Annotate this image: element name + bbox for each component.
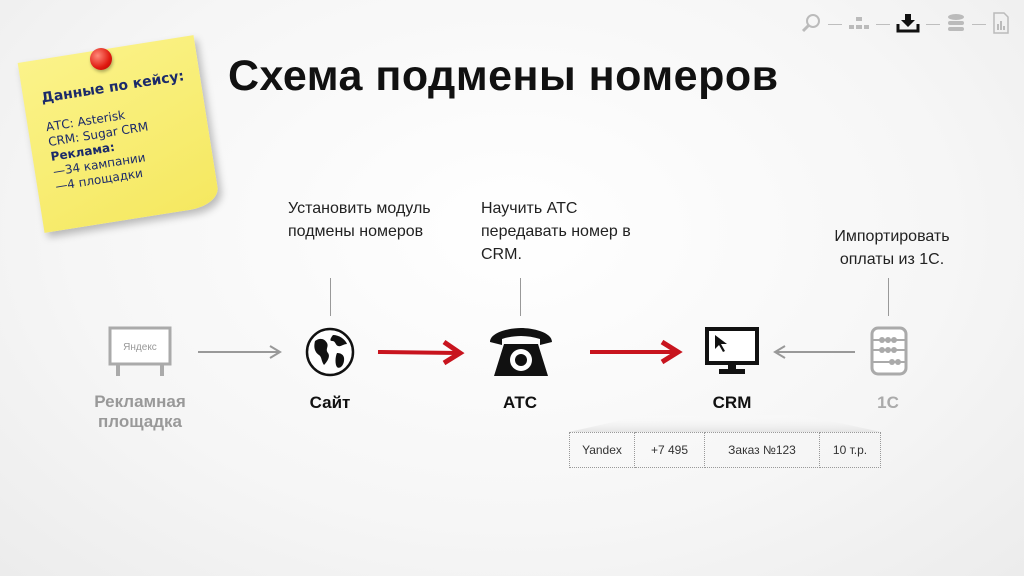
arrow-red xyxy=(590,339,683,365)
arrow-red xyxy=(377,339,465,366)
nav-separator: — xyxy=(876,15,890,31)
monitor-icon xyxy=(705,327,759,374)
node-label-crm: CRM xyxy=(712,393,752,412)
connector-line xyxy=(330,278,331,316)
connector-line xyxy=(520,278,521,316)
billboard-sign: Яндекс xyxy=(123,342,157,353)
nav-separator: — xyxy=(828,15,842,31)
nav-separator: — xyxy=(972,15,986,31)
site-description: Установить модуль подмены номеров xyxy=(288,200,431,240)
report-icon[interactable] xyxy=(992,12,1010,34)
flow-arrows xyxy=(198,339,855,366)
crm-zoom-callout xyxy=(569,414,881,432)
billboard-icon: Яндекс xyxy=(108,326,172,376)
arrow-gray xyxy=(198,345,282,359)
arrow-gray-left xyxy=(773,345,855,359)
cell-phone: +7 495 xyxy=(634,432,705,468)
crm-record-table: Yandex +7 495 Заказ №123 10 т.р. xyxy=(569,432,881,468)
node-label-site: Сайт xyxy=(309,393,351,412)
cell-amount: 10 т.р. xyxy=(819,432,881,468)
node-label-atc: АТС xyxy=(502,393,538,412)
node-label-ad-platform: Рекламная площадка xyxy=(94,392,186,431)
atc-description: Научить АТС передавать номер в CRM. xyxy=(481,200,631,263)
database-icon[interactable] xyxy=(946,13,966,33)
node-label-1c: 1С xyxy=(877,393,899,412)
nav-separator: — xyxy=(926,15,940,31)
table-row: Yandex +7 495 Заказ №123 10 т.р. xyxy=(569,432,881,468)
1c-description: Импортировать оплаты из 1С. xyxy=(834,228,950,268)
sticky-note: Данные по кейсу: АТС: Asterisk CRM: Suga… xyxy=(17,35,221,233)
download-icon[interactable] xyxy=(896,13,920,33)
cell-order: Заказ №123 xyxy=(704,432,820,468)
cell-source: Yandex xyxy=(569,432,635,468)
page-title: Схема подмены номеров xyxy=(228,52,779,100)
search-icon[interactable] xyxy=(800,12,822,34)
sitemap-icon[interactable] xyxy=(848,14,870,32)
telephone-icon xyxy=(490,328,552,376)
abacus-icon xyxy=(870,326,908,376)
pushpin-icon xyxy=(90,48,112,70)
progress-nav: — — — — xyxy=(800,12,1010,34)
connector-line xyxy=(888,278,889,316)
globe-icon xyxy=(305,327,355,377)
